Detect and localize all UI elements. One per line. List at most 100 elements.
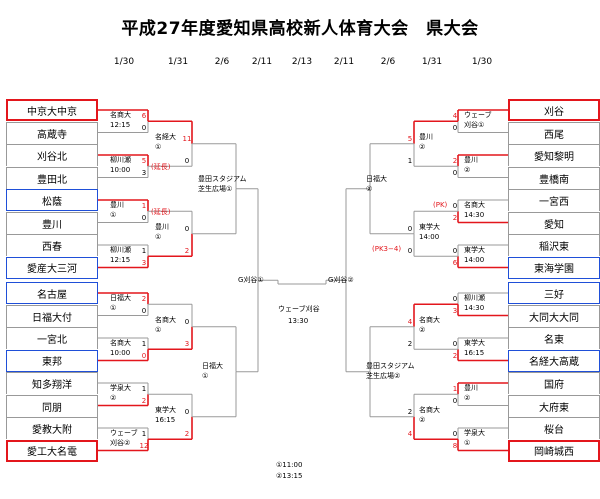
- venue-time: 刈谷①: [464, 121, 485, 130]
- venue-time: ①: [155, 232, 162, 241]
- score: 2: [407, 340, 413, 349]
- venue-time: 刈谷②: [110, 439, 131, 448]
- venue-time: 16:15: [464, 349, 485, 358]
- score: 0: [452, 123, 458, 132]
- left-team-3: 刈谷北: [6, 144, 98, 166]
- score: 2: [452, 157, 458, 166]
- extra-time-note: (延長): [151, 163, 171, 171]
- score: 0: [141, 306, 147, 315]
- left-team-9: 名古屋: [6, 282, 98, 304]
- kickoff-time-2: ②13:15: [276, 472, 303, 480]
- left-team-8: 愛産大三河: [6, 256, 98, 279]
- venue-label: 学泉大: [110, 384, 131, 393]
- score: 0: [407, 247, 413, 256]
- venue-label: 日福大: [110, 294, 131, 303]
- score: 0: [141, 351, 147, 360]
- score: 5: [407, 134, 413, 143]
- pk-note: (PK): [433, 201, 448, 209]
- score: 2: [141, 396, 147, 405]
- score: 11: [182, 134, 192, 143]
- venue-label: 名商大: [155, 315, 176, 324]
- left-team-1: 中京大中京: [6, 99, 98, 121]
- venue-label: 名経大: [155, 132, 176, 141]
- venue-time: 16:15: [155, 415, 176, 424]
- pk-note: (PK3−4): [372, 245, 402, 254]
- venue-time: 14:30: [464, 211, 485, 220]
- round-date: 1/31: [421, 57, 443, 67]
- venue-label: 名商大: [419, 315, 440, 324]
- score: 1: [452, 385, 458, 394]
- score: 0: [141, 123, 147, 132]
- venue-time: ①: [202, 371, 209, 380]
- right-team-8: 東海学園: [508, 256, 600, 279]
- venue-time: ②: [464, 394, 471, 403]
- round-date: 2/6: [214, 57, 230, 67]
- venue-label: 柳川瀬: [110, 246, 131, 255]
- venue-time: 10:00: [110, 349, 131, 358]
- venue-time: 12:15: [110, 121, 131, 130]
- page-title: 平成27年度愛知県高校新人体育大会 県大会: [121, 19, 479, 39]
- score: 4: [407, 430, 413, 439]
- venue-label: 学泉大: [464, 429, 485, 438]
- venue-time: 12:15: [110, 256, 131, 265]
- score: 0: [184, 407, 190, 416]
- venue-label: 柳川瀬: [110, 156, 131, 165]
- venue-label: 豊川: [110, 201, 124, 210]
- score: 1: [141, 202, 147, 211]
- left-team-14: 同朋: [6, 394, 98, 417]
- score: 0: [452, 168, 458, 177]
- venue-label: 東学大: [155, 405, 176, 414]
- left-team-7: 西春: [6, 234, 98, 256]
- left-team-15: 愛教大附: [6, 417, 98, 439]
- round-date: 2/11: [251, 57, 273, 67]
- left-team-13: 知多翔洋: [6, 372, 98, 394]
- score: 1: [141, 340, 147, 349]
- venue-label: 豊川: [155, 222, 169, 231]
- right-team-12: 名経大高蔵: [508, 349, 600, 372]
- left-team-2: 高蔵寺: [6, 121, 98, 144]
- left-team-12: 東邦: [6, 349, 98, 372]
- score: 6: [452, 258, 458, 267]
- score: 1: [407, 157, 413, 166]
- venue-label: 東学大: [464, 246, 485, 255]
- score: 6: [141, 112, 147, 121]
- score: 2: [184, 430, 190, 439]
- venue-label: 豊田スタジアム: [366, 361, 415, 370]
- right-team-1: 刈谷: [508, 99, 600, 121]
- venue-time: 14:00: [464, 256, 485, 265]
- semifinal-venue: G刈谷②: [328, 276, 354, 285]
- final-time: 13:30: [288, 317, 309, 325]
- venue-time: 14:00: [419, 232, 440, 241]
- right-team-9: 三好: [508, 282, 600, 304]
- round-date: 1/31: [167, 57, 189, 67]
- venue-time: ②: [419, 142, 426, 151]
- venue-label: 豊田スタジアム: [198, 174, 247, 183]
- score: 2: [452, 213, 458, 222]
- venue-time: ②: [110, 394, 117, 403]
- venue-label: 名商大: [464, 201, 485, 210]
- venue-time: ①: [155, 325, 162, 334]
- venue-time: ②: [419, 415, 426, 424]
- venue-time: ①: [110, 211, 117, 220]
- score: 0: [184, 157, 190, 166]
- score: 4: [452, 112, 458, 121]
- right-team-16: 岡崎城西: [508, 439, 600, 462]
- venue-time: ①: [110, 304, 117, 313]
- left-team-10: 日福大付: [6, 304, 98, 327]
- venue-label: 東学大: [464, 339, 485, 348]
- venue-label: 豊川: [419, 132, 433, 141]
- venue-label: 豊川: [464, 156, 478, 165]
- venue-time: ①: [155, 142, 162, 151]
- left-team-4: 豊田北: [6, 166, 98, 189]
- score: 0: [452, 295, 458, 304]
- venue-time: 14:30: [464, 304, 485, 313]
- score: 0: [452, 202, 458, 211]
- left-team-16: 愛工大名電: [6, 439, 98, 462]
- extra-time-note: (延長): [151, 208, 171, 216]
- score: 3: [141, 168, 147, 177]
- score: 1: [141, 430, 147, 439]
- score: 0: [452, 396, 458, 405]
- score: 0: [452, 430, 458, 439]
